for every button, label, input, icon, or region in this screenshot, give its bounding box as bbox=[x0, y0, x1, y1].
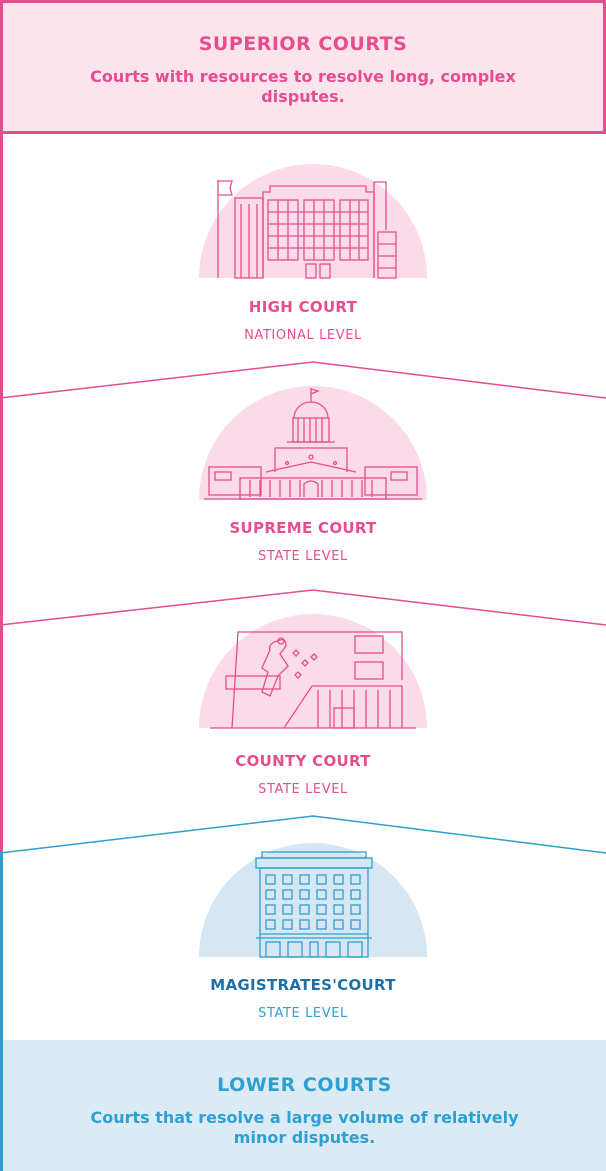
superior-courts-subtitle: Courts with resources to resolve long, c… bbox=[90, 67, 516, 106]
court-name: MAGISTRATES'COURT bbox=[210, 976, 396, 994]
lower-courts-box: LOWER COURTS Courts that resolve a large… bbox=[0, 1040, 606, 1171]
county-court-label: COUNTY COURT STATE LEVEL bbox=[0, 752, 606, 797]
court-level: STATE LEVEL bbox=[258, 1006, 348, 1021]
court-level: STATE LEVEL bbox=[258, 549, 348, 564]
lower-courts-title: LOWER COURTS bbox=[217, 1074, 392, 1096]
court-name: COUNTY COURT bbox=[235, 752, 371, 770]
court-name: HIGH COURT bbox=[248, 298, 358, 316]
supreme-court-label: SUPREME COURT STATE LEVEL bbox=[0, 519, 606, 564]
court-level: STATE LEVEL bbox=[258, 782, 348, 797]
superior-courts-box: SUPERIOR COURTS Courts with resources to… bbox=[0, 0, 606, 134]
supreme-court-capitol-icon bbox=[199, 386, 427, 500]
divider-chevron bbox=[0, 815, 606, 854]
magistrates-court-building-icon bbox=[199, 843, 427, 958]
divider-chevron bbox=[0, 589, 606, 626]
court-name: SUPREME COURT bbox=[229, 519, 377, 537]
superior-courts-title: SUPERIOR COURTS bbox=[198, 33, 408, 55]
lower-courts-subtitle: Courts that resolve a large volume of re… bbox=[90, 1108, 519, 1147]
high-court-building-icon bbox=[199, 164, 427, 279]
county-court-building-icon bbox=[199, 614, 427, 729]
court-level: NATIONAL LEVEL bbox=[244, 328, 362, 343]
magistrates-court-label: MAGISTRATES'COURT STATE LEVEL bbox=[0, 976, 606, 1021]
divider-chevron bbox=[0, 361, 606, 399]
high-court-label: HIGH COURT NATIONAL LEVEL bbox=[0, 298, 606, 343]
